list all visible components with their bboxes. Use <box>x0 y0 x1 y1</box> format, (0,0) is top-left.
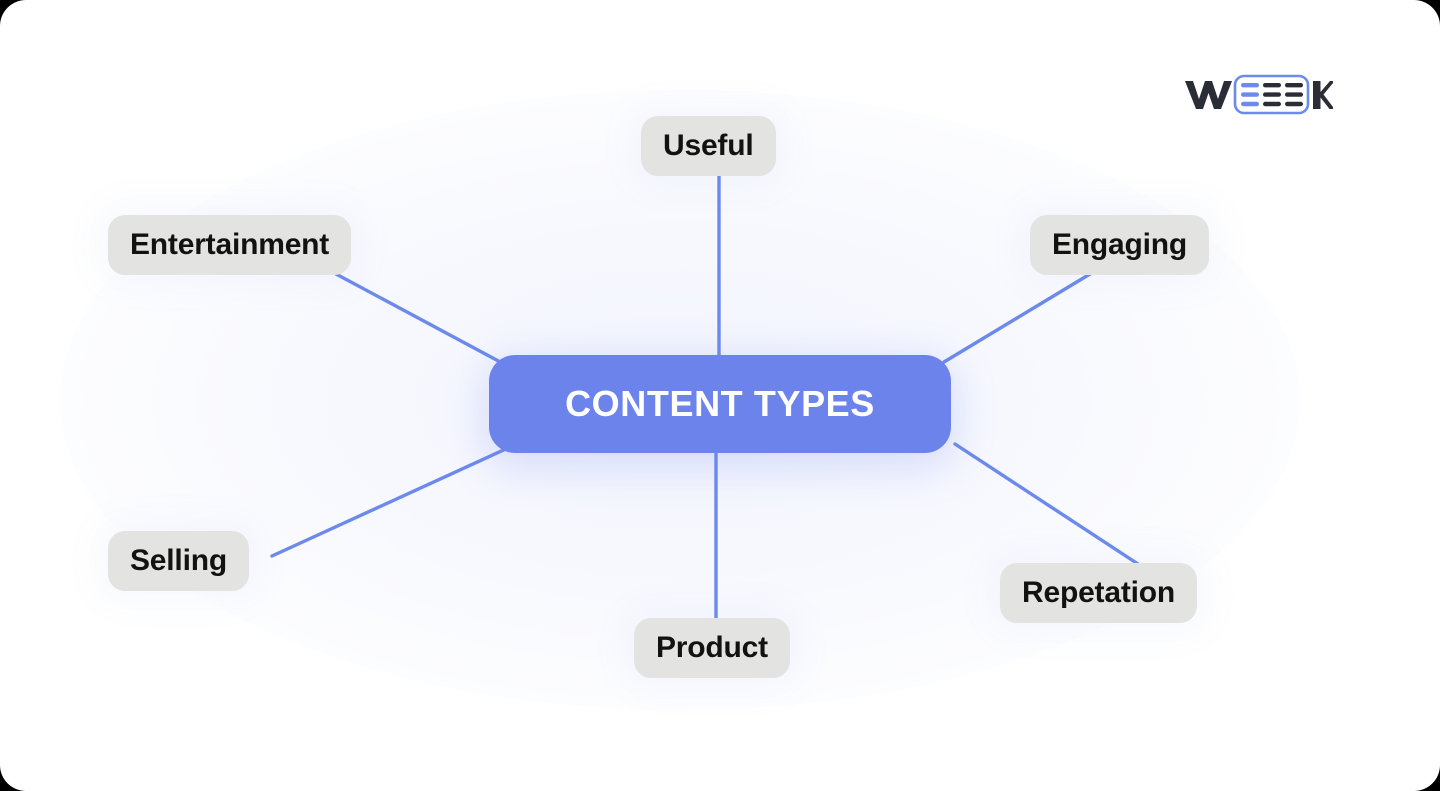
node-repetation-label: Repetation <box>1022 576 1176 609</box>
node-engaging-label: Engaging <box>1052 228 1188 261</box>
edge-engaging <box>942 272 1092 364</box>
node-center-label: CONTENT TYPES <box>565 383 875 424</box>
node-entertainment-label: Entertainment <box>130 228 330 261</box>
node-engaging[interactable]: Engaging <box>1030 215 1210 275</box>
logo-letter-e-1 <box>1241 83 1259 107</box>
node-selling-label: Selling <box>130 544 227 577</box>
node-product[interactable]: Product <box>634 618 790 678</box>
logo-letter-k <box>1313 81 1333 109</box>
weeek-logo <box>1183 69 1333 119</box>
logo-letter-e-2 <box>1263 83 1281 107</box>
edge-entertainment <box>334 272 521 374</box>
weeek-logo-mark <box>1185 74 1333 115</box>
logo-ebox-outline <box>1233 74 1310 115</box>
edge-repetation <box>953 442 1140 566</box>
logo-letter-e-3 <box>1285 83 1303 107</box>
node-repetation[interactable]: Repetation <box>1000 563 1198 623</box>
node-center-content-types[interactable]: CONTENT TYPES <box>489 355 951 453</box>
node-entertainment[interactable]: Entertainment <box>108 215 352 275</box>
node-product-label: Product <box>656 631 768 664</box>
node-useful-label: Useful <box>663 129 754 162</box>
logo-letter-w <box>1185 81 1232 109</box>
edge-selling <box>270 445 512 558</box>
node-selling[interactable]: Selling <box>108 531 249 591</box>
node-useful[interactable]: Useful <box>641 116 776 176</box>
